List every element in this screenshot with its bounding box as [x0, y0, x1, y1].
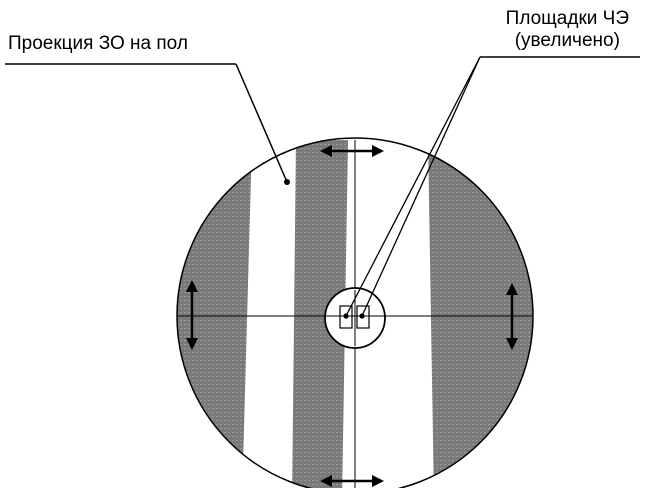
sensor-pads-leader-left	[345, 56, 481, 317]
sensor-pad-pointer-dot	[359, 313, 365, 319]
floor-projection-pointer-dot	[284, 179, 290, 185]
sensor-pads-leader-right	[361, 56, 481, 317]
double-headed-horizontal-arrow-icon	[320, 145, 384, 157]
zone-stripe	[177, 140, 252, 488]
double-headed-vertical-arrow-icon	[186, 280, 198, 350]
zone-stripe	[428, 140, 533, 488]
sensor-pad-left	[339, 305, 353, 329]
sensor-pads-label-line2: (увеличено)	[514, 30, 620, 51]
zone-stripe	[292, 140, 348, 488]
double-headed-horizontal-arrow-icon	[320, 475, 384, 487]
sensor-pads-label: Площадки ЧЭ (увеличено)	[506, 8, 629, 52]
sensor-pads-label-line1: Площадки ЧЭ	[505, 8, 629, 29]
floor-projection-leader	[235, 63, 288, 183]
floor-projection-label: Проекция ЗО на пол	[8, 33, 188, 54]
zone-boundary	[176, 137, 534, 488]
sensor-pad-pointer-dot	[343, 313, 349, 319]
double-headed-vertical-arrow-icon	[506, 283, 518, 350]
sensor-pad-right	[356, 305, 370, 329]
